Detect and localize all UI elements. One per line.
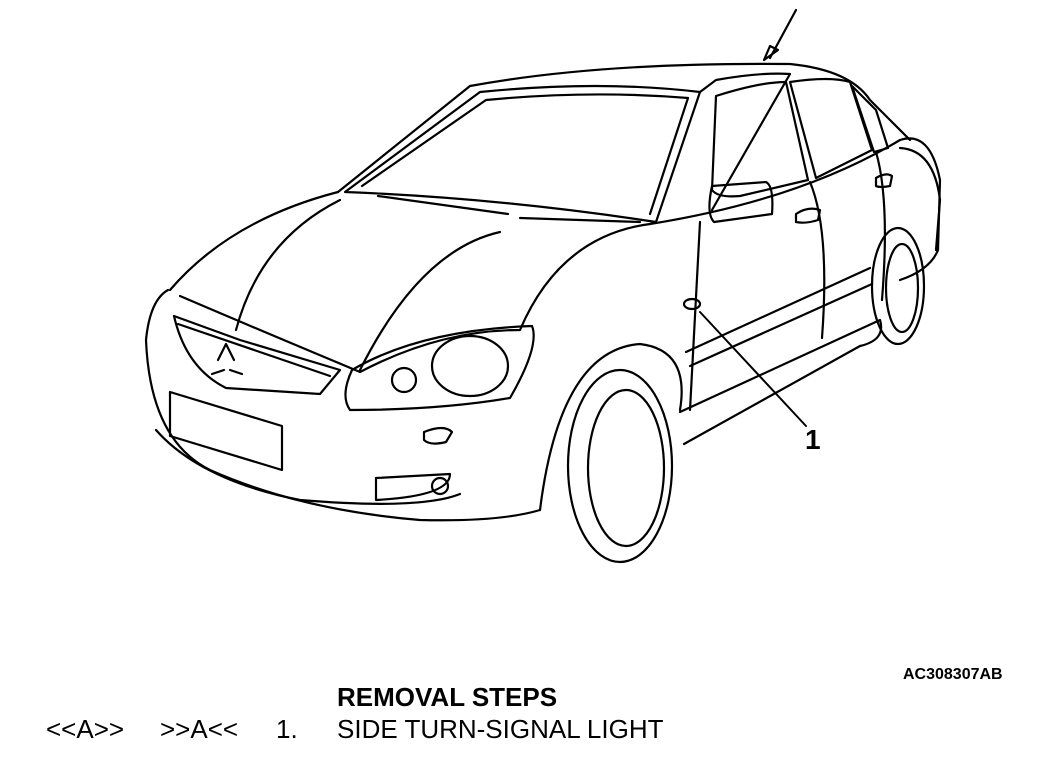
fog-light	[430, 476, 450, 496]
hood-outline	[168, 190, 652, 374]
headlight	[344, 324, 535, 412]
hood-crease	[234, 198, 502, 372]
removal-step-row: <<A>> >>A<< 1. SIDE TURN-SIGNAL LIGHT	[0, 714, 1056, 750]
front-face	[144, 288, 542, 522]
step-name: SIDE TURN-SIGNAL LIGHT	[337, 714, 664, 744]
front-window	[710, 80, 810, 198]
lower-bumper	[154, 428, 462, 505]
rear-wheel-inner	[884, 242, 920, 334]
grille-bar	[176, 322, 332, 378]
door-line	[688, 150, 886, 412]
windshield-inner	[360, 93, 690, 216]
figure-code: AC308307AB	[903, 666, 1003, 683]
side-turn-signal-light	[682, 297, 702, 311]
side-mirror	[708, 180, 774, 224]
removal-steps-title: REMOVAL STEPS	[337, 682, 558, 712]
wiper-left	[376, 194, 510, 216]
windshield	[343, 84, 702, 224]
headlight-lamp-small	[390, 366, 418, 394]
rear-bumper	[898, 146, 942, 252]
body-side-upper	[648, 137, 942, 282]
rear-quarter-window	[850, 84, 890, 154]
side-marker-front	[422, 426, 454, 445]
rear-wheel	[870, 226, 926, 346]
callout-leader-line	[699, 311, 807, 427]
grille	[172, 314, 342, 396]
front-wheel-arch	[538, 342, 683, 512]
headlight-lamp-large	[430, 334, 510, 398]
badge	[210, 342, 244, 376]
step-number: 1.	[276, 714, 298, 744]
rocker-panel	[678, 318, 883, 446]
body-side-moulding	[684, 266, 874, 368]
fog-light-housing	[374, 472, 452, 502]
a-pillar	[698, 72, 792, 212]
door-handle-front	[794, 207, 822, 224]
antenna	[762, 8, 798, 62]
license-plate	[168, 390, 284, 472]
rear-window	[788, 77, 874, 180]
wiper-right	[518, 216, 642, 224]
front-wheel	[566, 368, 674, 564]
front-wheel-inner	[586, 388, 666, 548]
install-reference: <<A>>	[46, 714, 125, 744]
callout-label-1: 1	[805, 424, 821, 455]
door-handle-rear	[874, 173, 894, 189]
removal-reference: >>A<<	[160, 714, 239, 744]
